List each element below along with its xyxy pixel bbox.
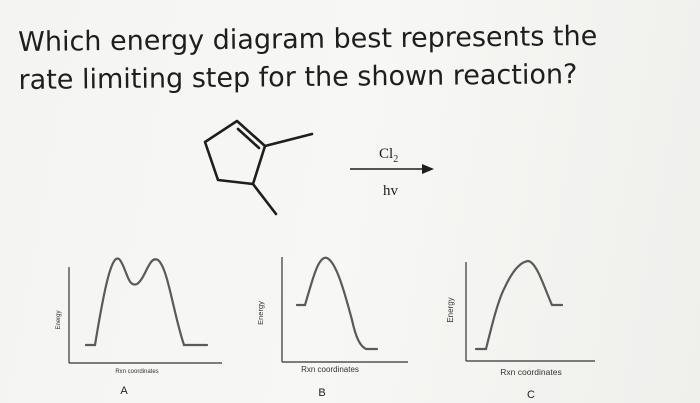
reagent-label: Cl2 [379,146,398,165]
reaction-arrow [350,164,434,174]
choice-label-c: C [527,389,535,401]
energy-curve [474,259,564,351]
molecule-structure [203,119,314,216]
x-axis-label: Rxn coordinates [500,367,561,377]
condition-label: hv [383,183,399,199]
energy-curve [295,256,379,351]
energy-diagram-c: Energy Rxn coordinates C [446,259,595,401]
x-axis-label: Rxn coordinates [301,365,359,374]
energy-diagram-a: Energy Rxn coordinates A [56,257,222,397]
choice-label-b: B [318,387,325,399]
y-axis-label: Energy [56,310,62,329]
energy-diagram-b: Energy Rxn coordinates B [256,256,408,399]
x-axis-label: Rxn coordinates [115,369,158,375]
y-axis-label: Energy [256,301,265,325]
y-axis-label: Energy [446,297,455,322]
choice-label-a: A [120,385,128,397]
energy-curve [84,257,209,347]
